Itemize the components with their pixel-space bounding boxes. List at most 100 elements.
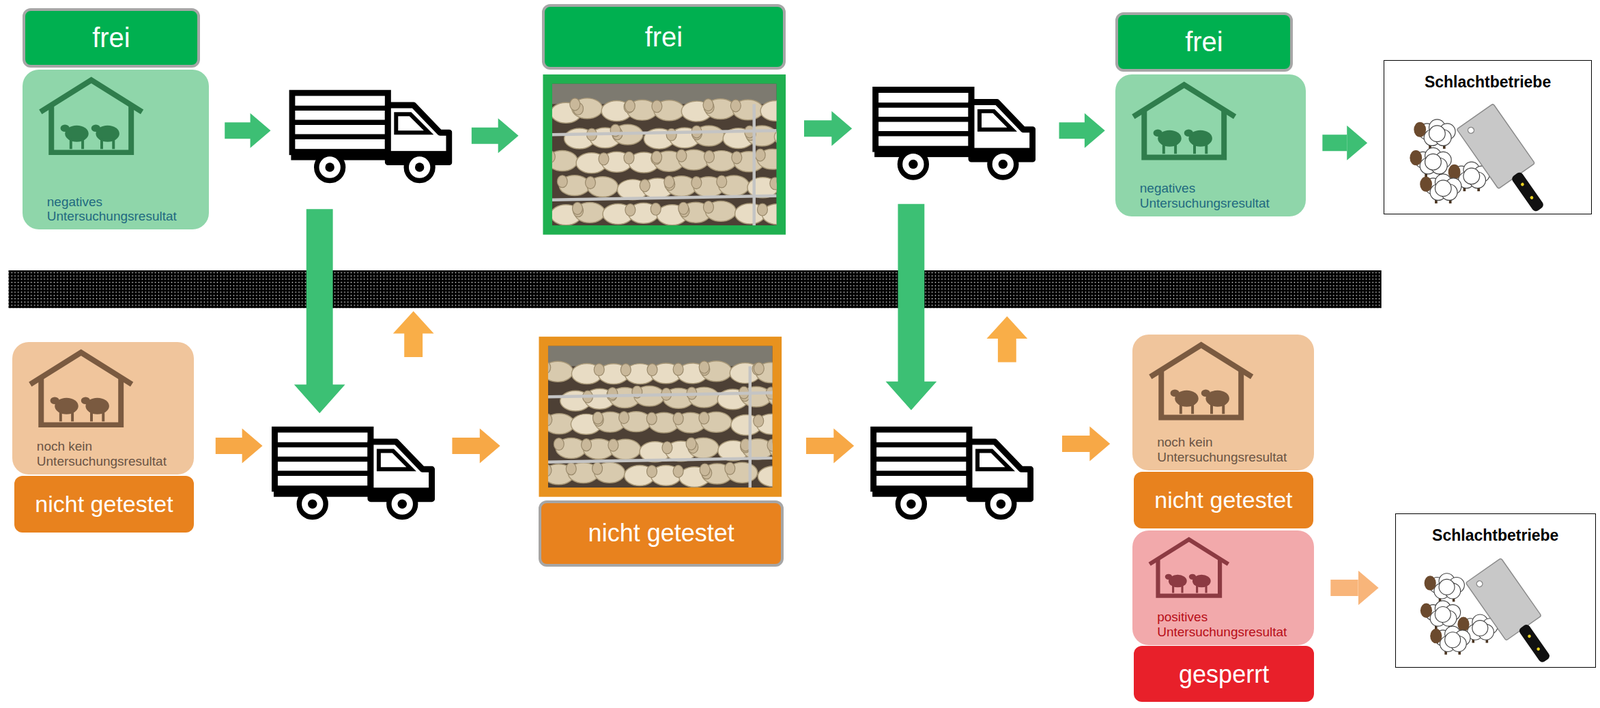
flow-arrow — [806, 428, 854, 464]
test-result-text: negatives Untersuchungsresultat — [47, 194, 205, 225]
slaughterhouse-box: Schlachtbetriebe — [1383, 60, 1592, 215]
flow-arrow — [215, 428, 263, 464]
pen-ground — [552, 83, 777, 226]
sheep-head — [625, 204, 636, 217]
fence-rail — [552, 130, 777, 135]
house-walls — [40, 377, 121, 425]
sheep-head — [623, 151, 635, 164]
status-text: frei — [645, 21, 684, 52]
status-text: frei — [1184, 26, 1224, 57]
sheep-head — [703, 98, 714, 112]
sheep-pen-picture — [538, 336, 800, 497]
farm-house-icon — [1146, 534, 1232, 598]
test-result-text: noch kein Untersuchungsresultat — [36, 438, 189, 469]
test-result-text: positives Untersuchungsresultat — [1156, 609, 1309, 640]
sheep-head — [678, 202, 689, 215]
cleaver-drawing — [1456, 103, 1559, 214]
flow-arrow — [1059, 113, 1106, 149]
sheep-head — [639, 179, 650, 192]
house-roof — [30, 352, 132, 385]
farm-text-area: noch kein Untersuchungsresultat — [36, 438, 189, 469]
farm-house-icon — [36, 73, 146, 156]
pen-ground — [548, 346, 773, 489]
status-badge: nicht getestet — [538, 500, 784, 567]
flow-connector — [1322, 134, 1347, 151]
sheep-head — [572, 202, 583, 215]
farm-house-icon — [26, 346, 136, 428]
flow-arrow — [471, 118, 519, 153]
sheep-head — [556, 175, 568, 188]
sheep-head — [664, 176, 675, 189]
sheep-head — [592, 411, 603, 424]
sheep-head — [548, 413, 553, 426]
status-badge: nicht getestet — [1133, 471, 1314, 530]
sheep-drawing — [1419, 600, 1461, 630]
house-roof — [1150, 345, 1253, 378]
farm-text-area: negatives Untersuchungsresultat — [1139, 180, 1302, 211]
sheep-head — [608, 438, 619, 452]
sheep-pen-picture — [542, 74, 809, 235]
status-badge: frei — [22, 8, 200, 68]
truck-icon — [273, 429, 433, 518]
house-walls — [1158, 559, 1221, 596]
sheep-head — [647, 465, 658, 478]
house-roof — [1133, 84, 1235, 117]
sheep-head — [724, 462, 736, 475]
fence-rail — [548, 392, 773, 397]
sheep-head — [753, 362, 764, 375]
sheep-head — [584, 176, 596, 190]
cleaver-drawing — [1465, 557, 1564, 667]
sheep-head — [686, 437, 697, 450]
farm-text-area: positives Untersuchungsresultat — [1156, 609, 1309, 640]
flow-arrow — [1062, 426, 1110, 462]
sheep-head — [592, 462, 603, 475]
sheep-head — [730, 99, 741, 112]
flow-connector — [1330, 579, 1358, 596]
status-badge: nicht getestet — [14, 475, 194, 534]
sheep-drawing — [1423, 573, 1465, 603]
flow-arrow — [804, 111, 852, 147]
farm-text-area: noch kein Untersuchungsresultat — [1156, 434, 1309, 465]
farm-box: negatives Untersuchungsresultat — [1115, 74, 1307, 217]
status-badge: frei — [1115, 12, 1293, 72]
sheep-head — [676, 149, 687, 162]
status-text: nicht getestet — [1154, 487, 1293, 513]
sheep-head — [666, 128, 677, 141]
sheep-body — [760, 100, 777, 121]
sheep-head — [673, 464, 684, 478]
farm-text-area: negatives Untersuchungsresultat — [47, 194, 205, 225]
truck-icon — [872, 429, 1032, 518]
sheep-drawing — [1409, 148, 1452, 178]
status-text: frei — [92, 22, 131, 53]
farm-house-icon — [1129, 78, 1239, 161]
house-roof — [1149, 539, 1228, 565]
sheep-head — [624, 99, 635, 112]
sheep-head — [716, 175, 727, 188]
sheep-head — [651, 100, 663, 113]
house-walls — [1144, 110, 1224, 158]
test-result-text: negatives Untersuchungsresultat — [1139, 180, 1302, 211]
sheep-head — [619, 411, 630, 424]
sheep-head — [691, 176, 702, 190]
sheep-head — [593, 363, 605, 377]
pen-back-wall — [548, 346, 773, 367]
sheep-drawing — [1413, 119, 1456, 149]
sheep-head — [569, 98, 581, 111]
sheep-body — [757, 466, 773, 487]
sheep-head — [548, 361, 551, 374]
picture-frame — [542, 74, 786, 235]
flow-arrow — [451, 428, 500, 464]
sheep-silhouette — [60, 124, 89, 149]
farm-box: noch kein Untersuchungsresultat — [12, 341, 194, 475]
sheep-head — [552, 150, 555, 164]
sheep-head — [699, 463, 710, 476]
separator-band — [8, 270, 1381, 308]
truck-icon — [290, 92, 450, 181]
sheep-head — [756, 203, 768, 216]
sheep-head — [698, 361, 710, 374]
fence-post — [748, 365, 752, 488]
fence-post — [752, 103, 756, 226]
house-roof — [40, 79, 142, 112]
